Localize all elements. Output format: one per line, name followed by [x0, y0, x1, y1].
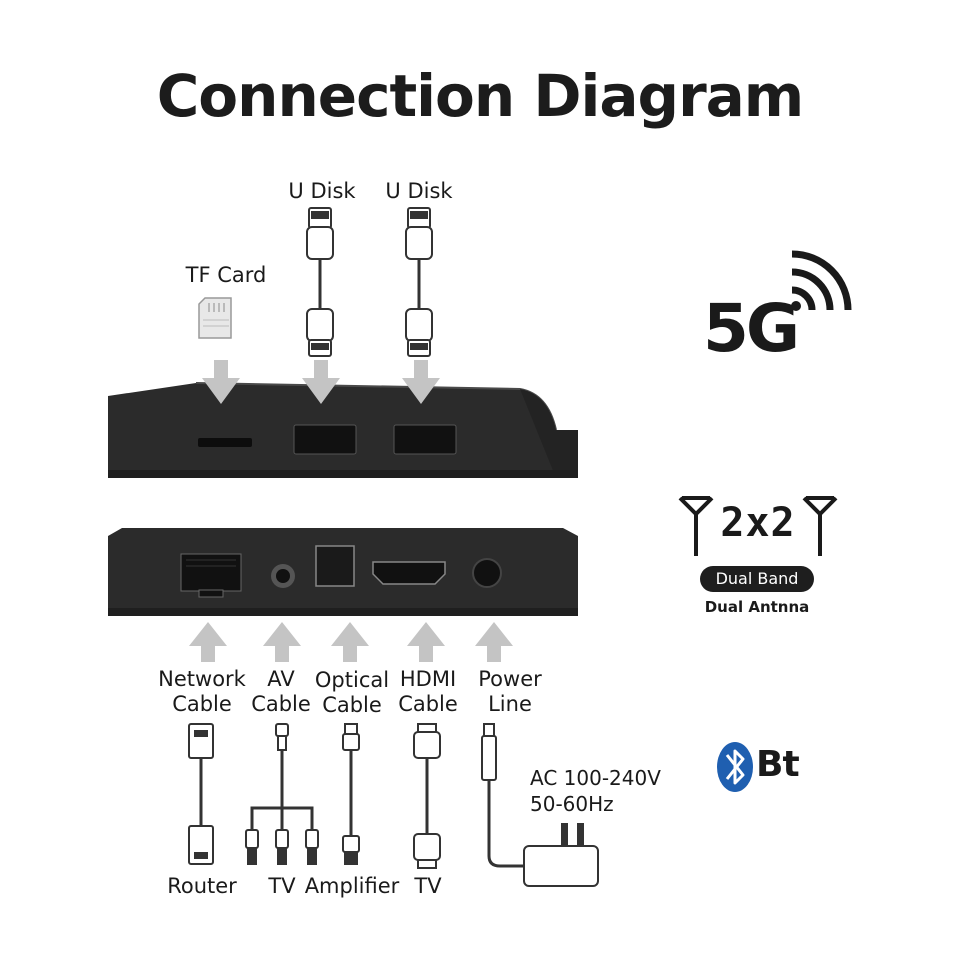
optical-port — [315, 545, 355, 587]
network-cable-icon — [188, 723, 214, 865]
usb-port-1 — [293, 424, 357, 455]
tf-card-label: TF Card — [185, 263, 267, 287]
arrow-down-tf-icon — [202, 360, 240, 404]
tv-label-av: TV — [268, 874, 296, 898]
router-label: Router — [167, 874, 237, 898]
arrow-up-hdmi-icon — [407, 622, 445, 662]
arrow-up-network-icon — [189, 622, 227, 662]
power-port — [472, 558, 502, 588]
bluetooth-label: Bt — [756, 744, 800, 785]
hdmi-port — [372, 561, 446, 585]
arrow-up-optical-icon — [331, 622, 369, 662]
page-title: Connection Diagram — [156, 62, 805, 130]
tf-card-slot — [198, 438, 252, 447]
av-cable-icon — [245, 723, 319, 865]
device-rear — [108, 528, 578, 616]
usb-port-2 — [393, 424, 457, 455]
usb-cable-2-icon — [405, 207, 433, 357]
arrow-down-usb2-icon — [402, 360, 440, 404]
arrow-up-av-icon — [263, 622, 301, 662]
hdmi-cable-label: HDMI Cable — [398, 667, 458, 716]
optical-cable-icon — [342, 723, 360, 865]
antenna-2x2-badge: 2x2 — [720, 500, 796, 546]
ethernet-port — [180, 553, 242, 598]
av-cable-label: AV Cable — [251, 667, 311, 716]
device-front — [108, 382, 578, 478]
wifi-signal-icon — [791, 250, 852, 311]
arrow-down-usb1-icon — [302, 360, 340, 404]
five-g-badge: 5G — [703, 290, 800, 367]
tf-card-icon — [198, 297, 232, 339]
antenna-icon — [678, 496, 838, 556]
u-disk-label-2: U Disk — [385, 179, 453, 203]
bluetooth-icon — [717, 742, 753, 792]
dual-band-badge: Dual Band — [700, 566, 814, 592]
u-disk-label-1: U Disk — [288, 179, 356, 203]
dual-antenna-label: Dual Antnna — [704, 598, 810, 616]
network-cable-label: Network Cable — [158, 667, 246, 716]
power-line-label: Power Line — [478, 667, 542, 716]
amplifier-label: Amplifier — [304, 874, 400, 898]
tv-label-hdmi: TV — [414, 874, 442, 898]
power-adapter-icon — [481, 723, 599, 887]
arrow-up-power-icon — [475, 622, 513, 662]
power-spec: AC 100-240V 50-60Hz — [530, 766, 661, 816]
usb-cable-1-icon — [306, 207, 334, 357]
optical-cable-label: Optical Cable — [314, 668, 390, 717]
hdmi-cable-icon — [413, 723, 441, 869]
